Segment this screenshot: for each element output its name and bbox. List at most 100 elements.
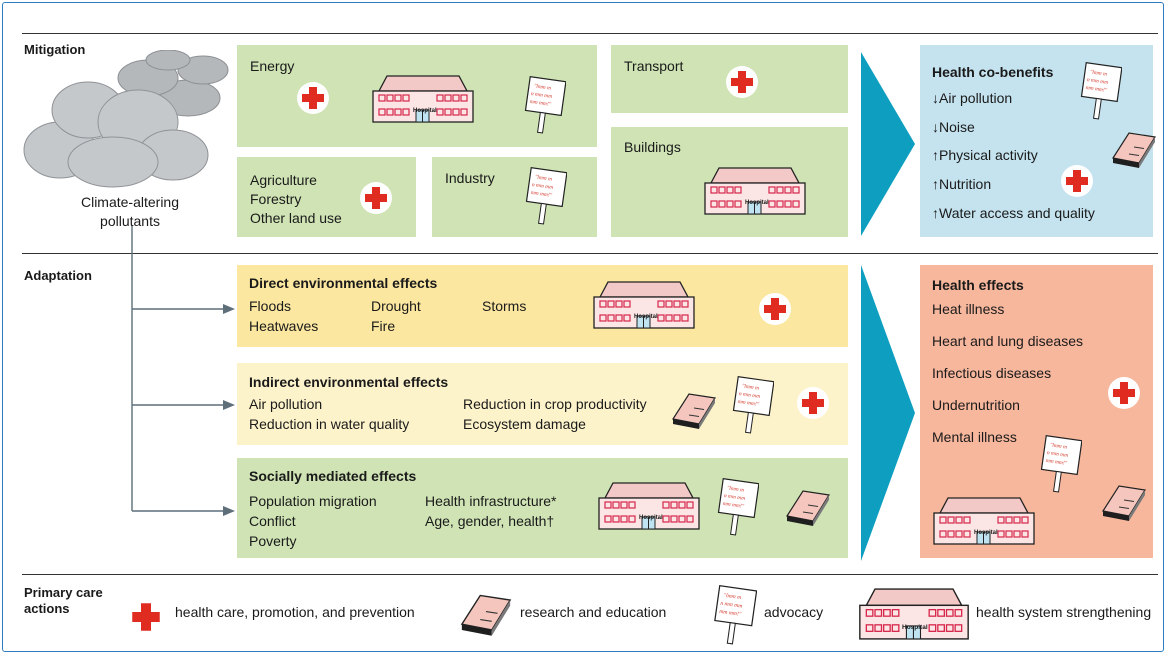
indirect-item: Air pollution — [249, 396, 323, 412]
research-book-icon — [1100, 483, 1148, 523]
direct-item: Fire — [371, 318, 396, 334]
advocacy-sign-icon: "lmm m n mm mm mm mm!" — [1040, 435, 1082, 493]
energy-label: Energy — [250, 58, 295, 74]
legend-advocacy-label: advocacy — [764, 604, 824, 620]
svg-text:"lmm m: "lmm m — [534, 83, 552, 91]
industry-box: Industry "lmm m n mm mm mm mm!" — [432, 157, 597, 237]
hospital-sign-label: Hospital — [902, 624, 928, 631]
health-effects-box: Health effects Heat illness Heart and lu… — [920, 265, 1153, 558]
svg-text:mm mm!": mm mm!" — [1085, 85, 1108, 94]
health-effect-item: Mental illness — [932, 429, 1017, 445]
agriculture-box: Agriculture Forestry Other land use — [237, 157, 416, 237]
research-book-icon — [784, 488, 832, 528]
legend-health-system-label: health system strengthening — [976, 604, 1152, 620]
divider-mitigation-adaptation — [22, 253, 1158, 254]
direct-title: Direct environmental effects — [249, 275, 438, 291]
hospital-sign-label: Hospital — [745, 200, 769, 206]
energy-box: Energy Hospital "lmm m n mm mm mm mm!" — [237, 45, 597, 147]
svg-text:mm mm!": mm mm!" — [722, 501, 745, 510]
hospital-sign-label: Hospital — [639, 515, 663, 521]
cross-icon — [132, 603, 160, 631]
arrow-to-health-effects — [861, 265, 915, 561]
svg-text:n mm mm: n mm mm — [531, 182, 553, 191]
legend-care-label: health care, promotion, and prevention — [175, 604, 415, 620]
svg-text:"lmm m: "lmm m — [727, 485, 745, 493]
svg-text:n mm mm: n mm mm — [723, 493, 745, 502]
indirect-item: Ecosystem damage — [463, 416, 586, 432]
direct-item: Drought — [371, 298, 421, 314]
hospital-icon — [932, 497, 1036, 545]
svg-text:n mm mm: n mm mm — [1086, 77, 1108, 86]
hospital-icon — [592, 281, 696, 329]
svg-text:n mm mm: n mm mm — [720, 601, 743, 610]
advocacy-sign-icon: "lmm m n mm mm mm mm!" — [714, 585, 757, 645]
direct-effects-box: Direct environmental effects Floods Drou… — [237, 265, 848, 347]
social-item: Poverty — [249, 533, 297, 549]
arrow-to-cobenefits — [861, 52, 915, 236]
divider-adaptation-primary — [22, 574, 1158, 575]
health-cobenefits-box: Health co-benefits ↓Air pollution ↓Noise… — [920, 45, 1153, 237]
direct-item: Heatwaves — [249, 318, 319, 334]
health-effect-item: Undernutrition — [932, 397, 1020, 413]
svg-text:n mm mm: n mm mm — [738, 391, 760, 400]
social-item: Conflict — [249, 513, 296, 529]
cross-icon — [360, 182, 392, 214]
agriculture-label: Agriculture Forestry Other land use — [250, 172, 342, 226]
svg-text:"lmm m: "lmm m — [742, 383, 760, 391]
buildings-label: Buildings — [624, 139, 681, 155]
svg-text:mm mm!": mm mm!" — [1045, 458, 1068, 467]
section-mitigation: Mitigation — [24, 42, 86, 57]
health-effect-item: Heat illness — [932, 301, 1005, 317]
cobenefit-item: ↑Nutrition — [932, 176, 992, 192]
cross-icon — [297, 82, 329, 114]
advocacy-sign-icon: "lmm m n mm mm mm mm!" — [717, 478, 759, 536]
social-item: Age, gender, health† — [425, 513, 555, 529]
health-effect-item: Heart and lung diseases — [932, 333, 1083, 349]
social-item: Population migration — [249, 493, 377, 509]
cobenefit-item: ↑Physical activity — [932, 147, 1038, 163]
section-primary-care: Primary care actions — [24, 585, 103, 616]
svg-text:"lmm m: "lmm m — [1050, 442, 1068, 450]
cloud-label: Climate-altering pollutants — [80, 194, 180, 229]
indirect-effects-box: Indirect environmental effects Air pollu… — [237, 363, 848, 445]
cobenefit-item: ↓Noise — [932, 119, 975, 135]
health-effect-item: Infectious diseases — [932, 365, 1052, 381]
cobenefits-title: Health co-benefits — [932, 64, 1054, 80]
hospital-icon — [597, 482, 701, 530]
svg-text:"lmm m: "lmm m — [535, 174, 553, 182]
cross-icon — [759, 293, 791, 325]
indirect-title: Indirect environmental effects — [249, 374, 449, 390]
buildings-box: Buildings Hospital — [611, 127, 848, 237]
direct-item: Storms — [482, 298, 527, 314]
social-item: Health infrastructure* — [425, 493, 557, 509]
research-book-icon — [670, 391, 718, 431]
research-book-icon — [1110, 130, 1158, 170]
connector-arrows — [131, 226, 235, 516]
cross-icon — [726, 66, 758, 98]
cross-icon — [1061, 165, 1093, 197]
research-book-icon — [458, 592, 514, 638]
svg-text:mm mm!": mm mm!" — [719, 609, 742, 618]
advocacy-sign-icon: "lmm m n mm mm mm mm!" — [732, 376, 774, 434]
svg-text:mm mm!": mm mm!" — [530, 190, 553, 199]
cloud-icon — [23, 50, 229, 188]
divider-top — [22, 33, 1158, 34]
social-effects-box: Socially mediated effects Population mig… — [237, 458, 848, 558]
svg-text:mm mm!": mm mm!" — [737, 399, 760, 408]
cobenefit-item: ↓Air pollution — [932, 90, 1013, 106]
industry-label: Industry — [445, 170, 495, 186]
hospital-sign-label: Hospital — [974, 530, 998, 536]
legend-research-label: research and education — [520, 604, 667, 620]
svg-text:n mm mm: n mm mm — [530, 91, 552, 100]
cross-icon — [1108, 377, 1140, 409]
health-effects-title: Health effects — [932, 277, 1024, 293]
transport-box: Transport — [611, 45, 848, 113]
advocacy-sign-icon: "lmm m n mm mm mm mm!" — [1080, 62, 1122, 120]
hospital-icon — [855, 588, 973, 640]
transport-label: Transport — [624, 58, 684, 74]
svg-text:mm mm!": mm mm!" — [529, 99, 552, 108]
direct-item: Floods — [249, 298, 292, 314]
hospital-sign-label: Hospital — [413, 108, 437, 114]
social-title: Socially mediated effects — [249, 468, 417, 484]
